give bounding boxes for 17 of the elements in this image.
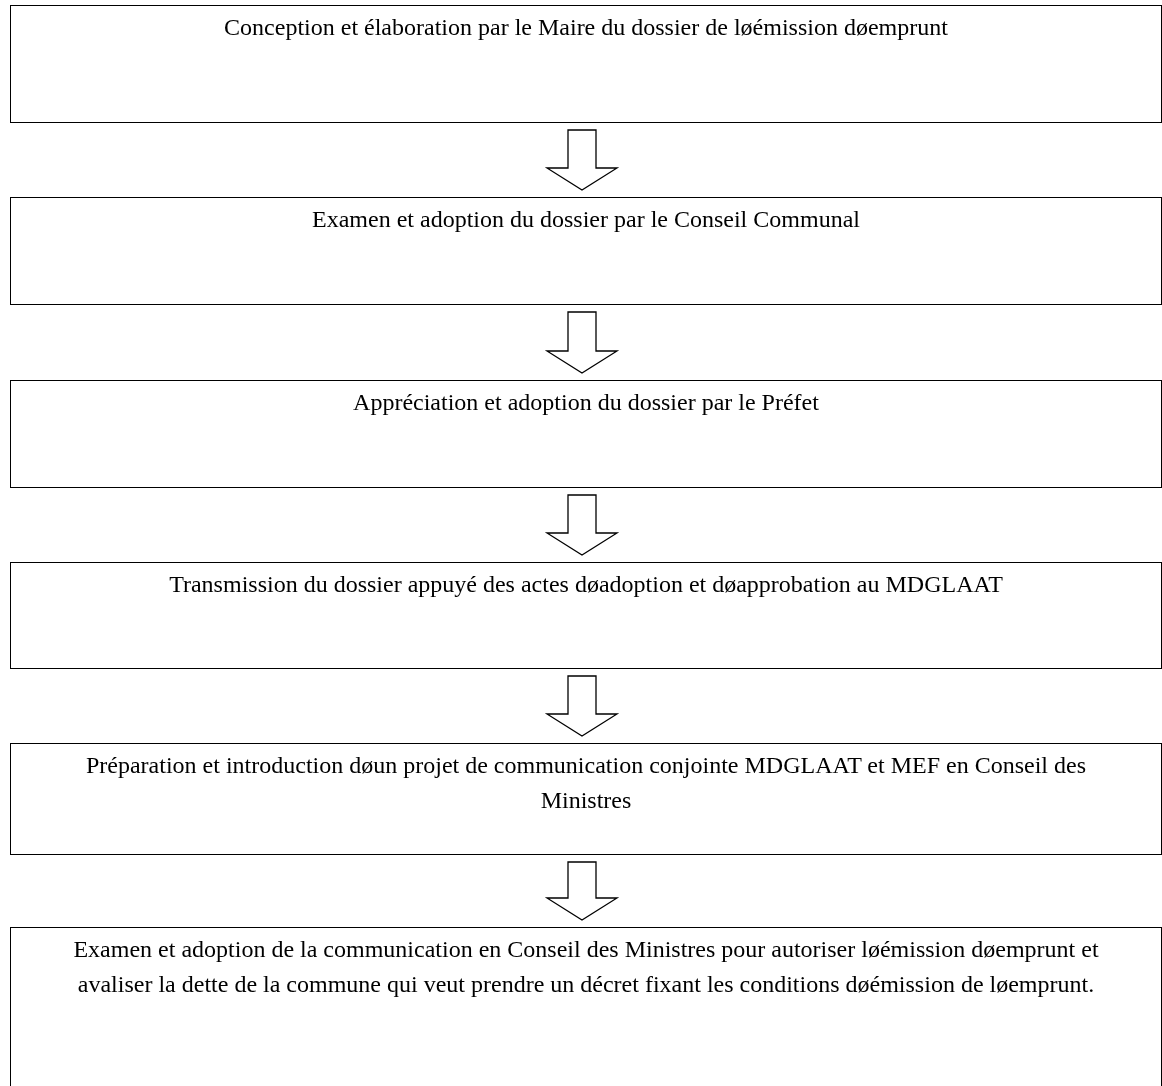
block-arrow (544, 675, 620, 737)
process-box (10, 5, 1162, 123)
step-text: Conception et élaboration par le Maire du dossier de løémission døemprunt (223, 13, 949, 42)
step-text: Appréciation et adoption du dossier par le Préfet (352, 388, 820, 417)
step-text: Transmission du dossier appuyé des actes døadoption et døapprobation au MDGLAAT (168, 570, 1004, 599)
process-box (10, 743, 1162, 855)
block-arrow (544, 494, 620, 556)
process-box (10, 562, 1162, 669)
step-text: Examen et adoption du dossier par le Conseil Communal (311, 205, 861, 234)
process-box (10, 380, 1162, 488)
step-text: Préparation et introduction døun projet de communication conjointe MDGLAAT et MEF en Conseil des Ministres (84, 751, 1087, 815)
block-arrow (544, 311, 620, 374)
process-box (10, 927, 1162, 1086)
step-text: Examen et adoption de la communication en Conseil des Ministres pour autoriser løémission døemprunt et avaliser la dette de la commune qui veut prendre un décret fixant les conditions døémission de løemprunt. (72, 935, 1100, 999)
block-arrow (544, 861, 620, 921)
process-box (10, 197, 1162, 305)
block-arrow (544, 129, 620, 191)
